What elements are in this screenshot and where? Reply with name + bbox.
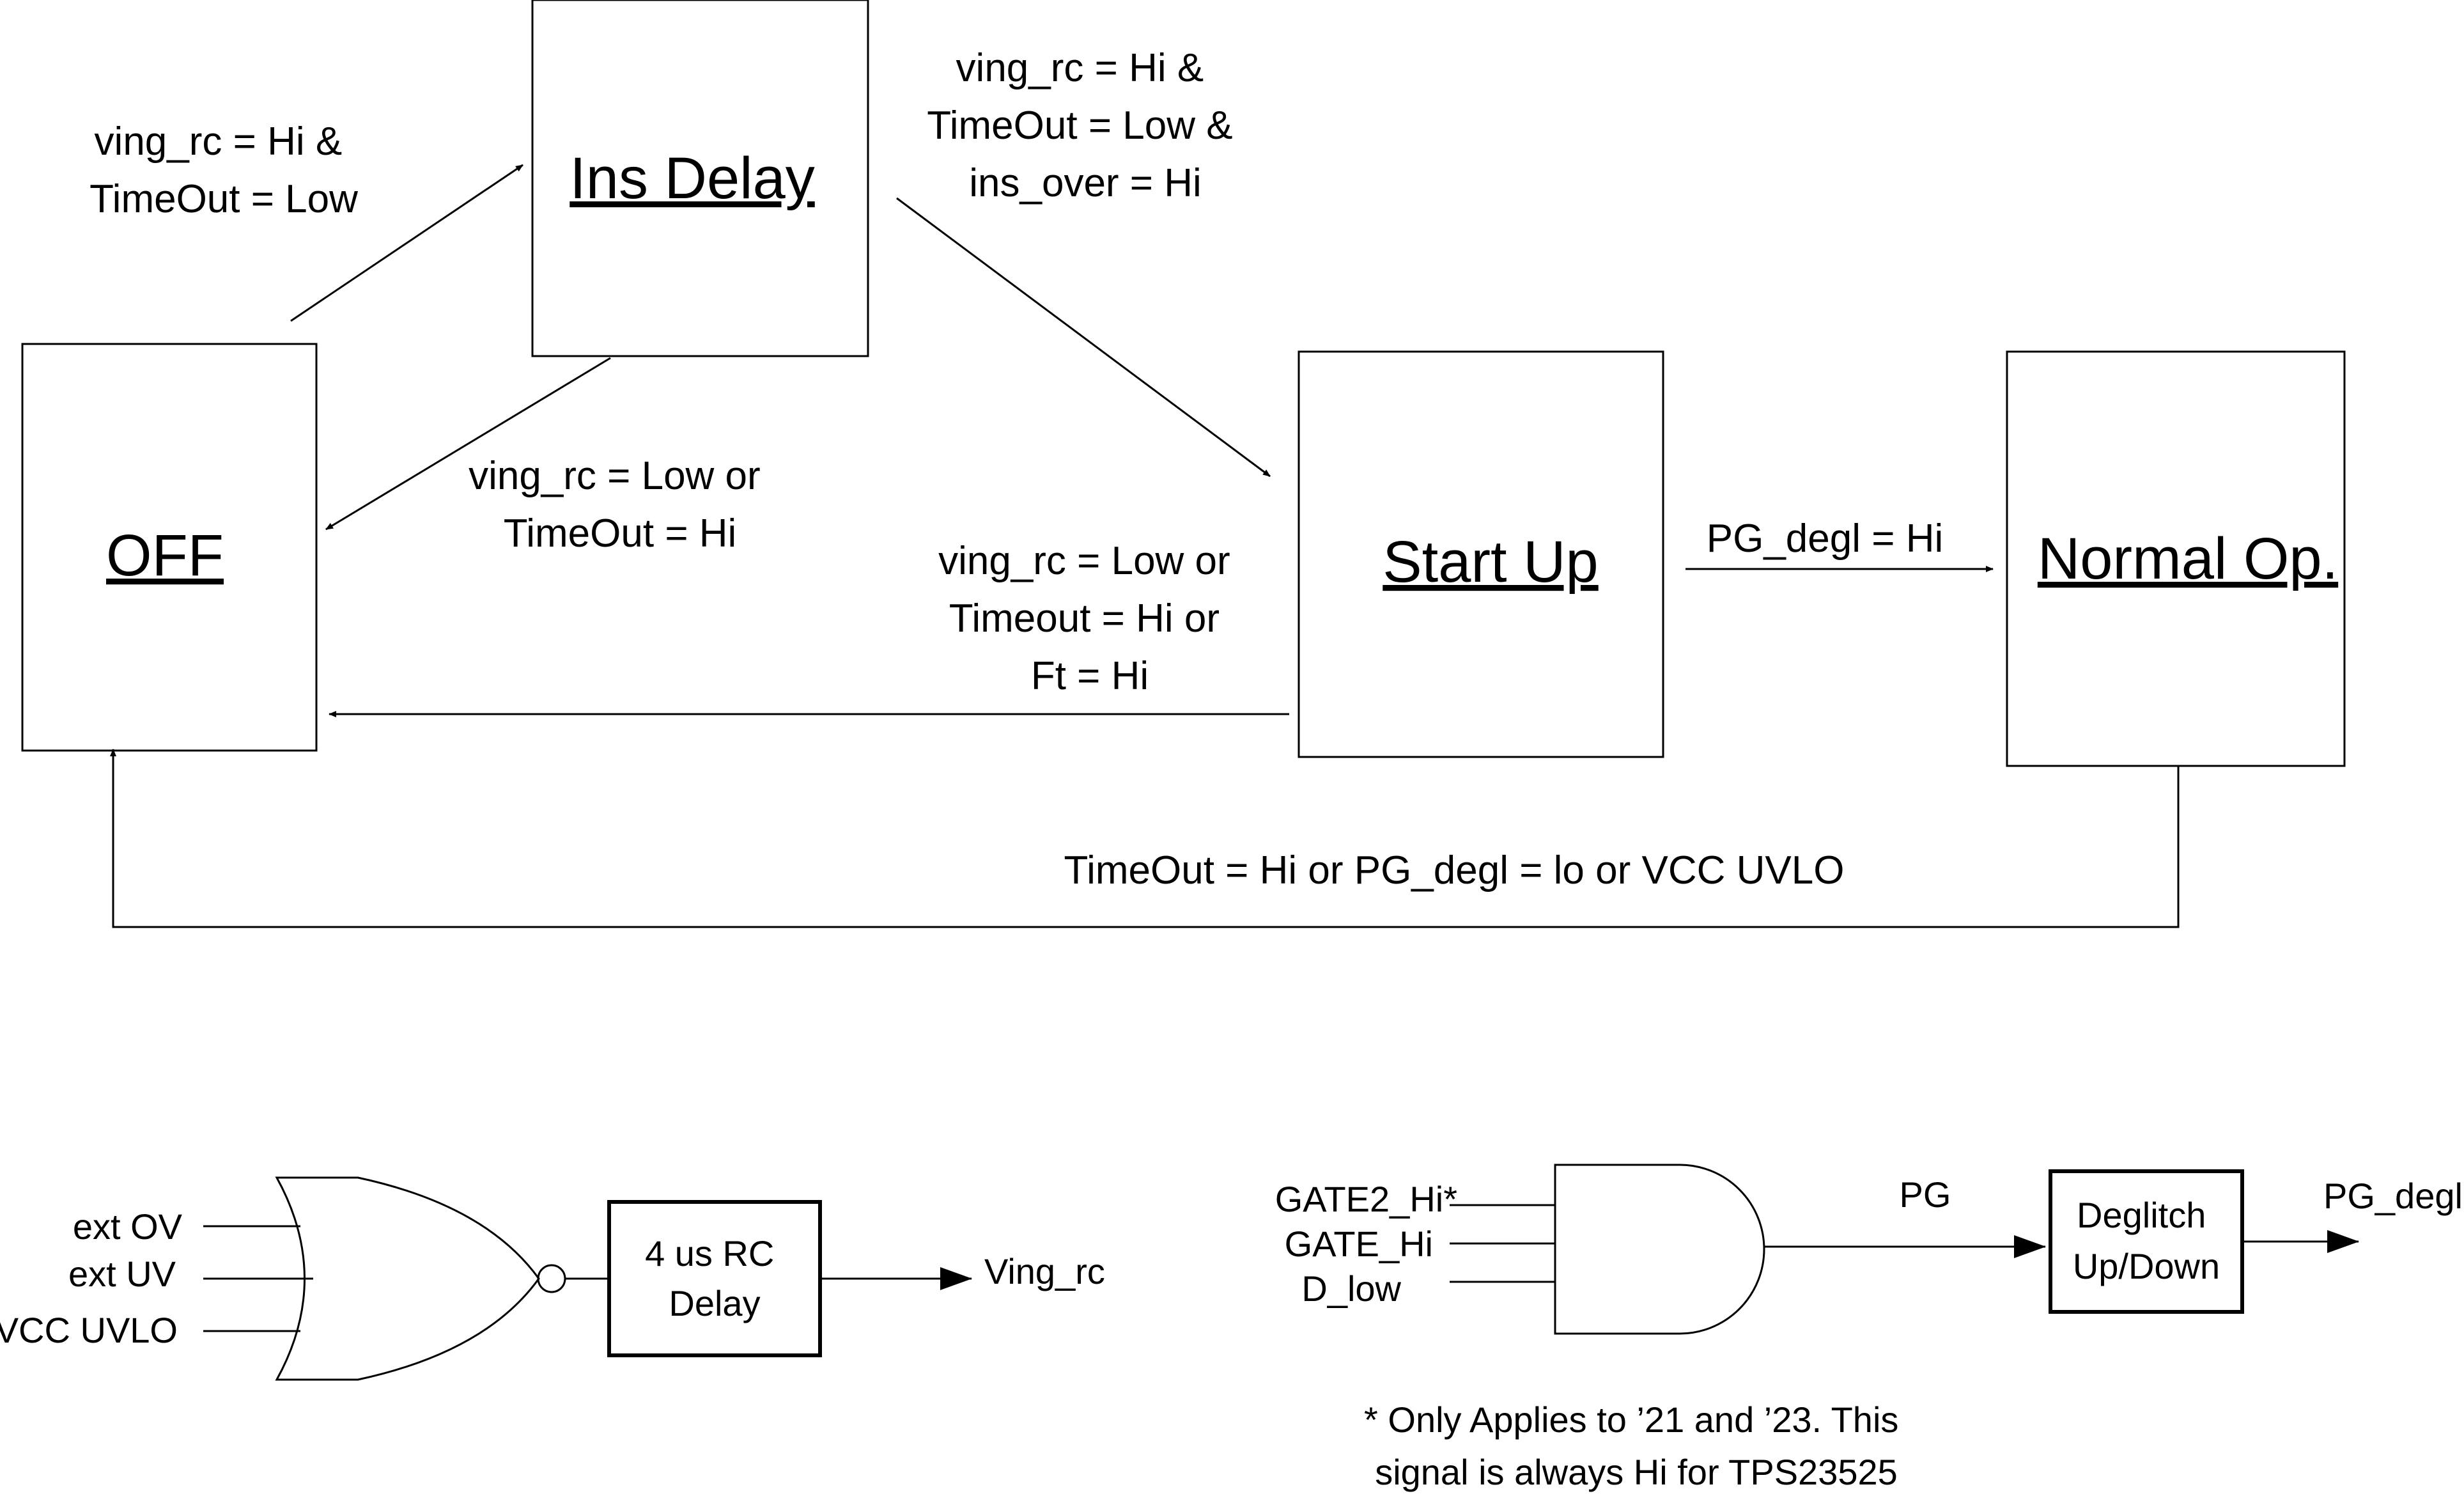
nor-input-label-vcc-uvlo: VCC UVLO <box>0 1310 178 1350</box>
and-circuit: GATE2_Hi* GATE_Hi D_low PG Deglitch Up/D… <box>1275 1164 2463 1335</box>
nor-input-label-ext-uv: ext UV <box>68 1254 176 1294</box>
and-input-label-d-low: D_low <box>1301 1268 1401 1309</box>
state-normal-op: Normal Op. <box>2006 350 2346 767</box>
arrow-ins-delay-to-off <box>325 357 611 531</box>
state-start-up: Start Up <box>1298 350 1664 758</box>
cond-start-up-to-off: ving_rc = Low or Timeout = Hi or Ft = Hi <box>938 539 1241 698</box>
state-ins-delay-label: Ins Delay <box>570 146 815 211</box>
deglitch-block <box>2049 1169 2244 1314</box>
and-gate <box>1554 1164 1765 1335</box>
cond-ins-delay-to-start-up: ving_rc = Hi & TimeOut = Low & ins_over … <box>927 46 1244 205</box>
arrow-normal-op-to-off <box>110 749 2180 928</box>
pg-signal-label: PG <box>1900 1174 1951 1215</box>
cond-ins-delay-to-off: ving_rc = Low or TimeOut = Hi <box>469 454 771 556</box>
cond-off-to-ins-delay: ving_rc = Hi & TimeOut = Low <box>89 120 358 221</box>
nor-gate-inverter-bubble <box>537 1264 566 1293</box>
nor-gate <box>275 1176 540 1381</box>
state-start-up-label: Start Up <box>1383 529 1598 595</box>
and-input-label-gate-hi: GATE_Hi <box>1285 1224 1433 1264</box>
footnote: * Only Applies to ’21 and ’23. This sign… <box>1364 1399 1909 1492</box>
arrow-ins-delay-to-start-up <box>896 197 1271 478</box>
state-ins-delay: Ins Delay <box>531 0 869 357</box>
and-input-label-gate2-hi: GATE2_Hi* <box>1275 1179 1457 1219</box>
state-off: OFF <box>21 343 318 752</box>
cond-normal-op-to-off: TimeOut = Hi or PG_degl = lo or VCC UVLO <box>1064 848 1845 892</box>
rc-delay-block <box>607 1200 822 1357</box>
arrow-off-to-ins-delay <box>290 164 523 322</box>
nor-input-label-ext-ov: ext OV <box>73 1206 183 1247</box>
ving-rc-output-label: Ving_rc <box>984 1251 1105 1291</box>
state-normal-op-label: Normal Op. <box>2038 526 2338 591</box>
pg-degl-output-label: PG_degl <box>2323 1176 2463 1216</box>
state-off-label: OFF <box>106 523 224 588</box>
cond-start-up-to-normal-op: PG_degl = Hi <box>1707 517 1944 561</box>
nor-circuit: ext OV ext UV VCC UVLO 4 us RC Delay Vin… <box>0 1176 1105 1381</box>
rc-delay-block-label: 4 us RC Delay <box>645 1233 784 1323</box>
deglitch-block-label: Deglitch Up/Down <box>2073 1195 2220 1286</box>
